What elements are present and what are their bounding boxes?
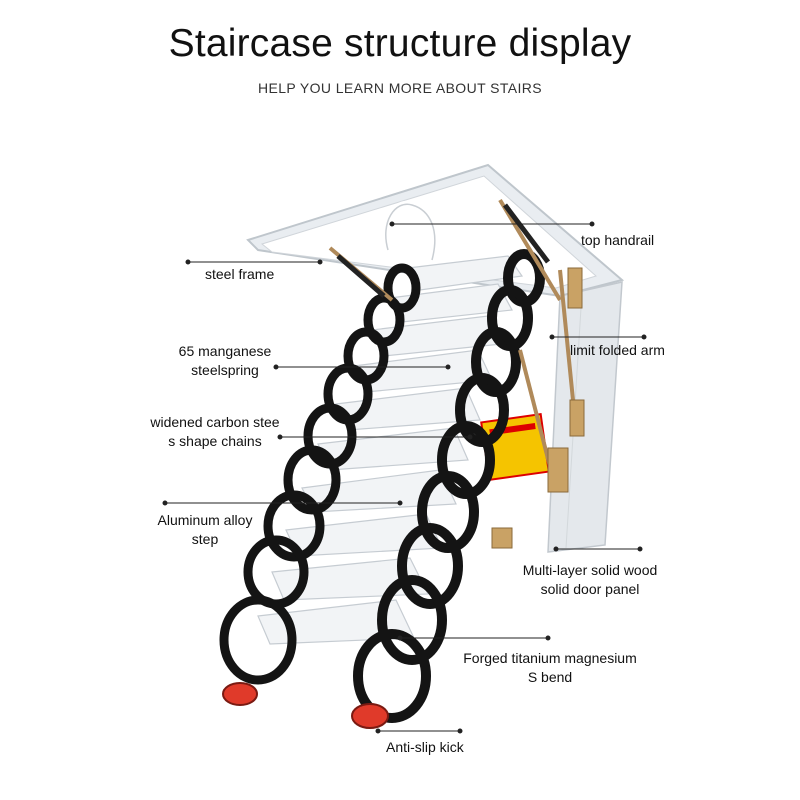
door-panel-shape [547,281,623,553]
label-panel-line2: solid door panel [540,581,640,597]
label-manganese-spring: 65 manganese steelspring [150,342,300,380]
anti-slip-feet [222,682,389,729]
right-chain-group [353,249,545,723]
label-top-handrail: top handrail [581,232,655,248]
label-panel-line1: Multi-layer solid wood [522,562,658,578]
label-door-panel: Multi-layer solid wood solid door panel [500,561,680,599]
label-chains-line1: widened carbon stee [150,414,280,430]
label-manganese-line2: steelspring [191,362,259,378]
label-step-line2: step [191,531,219,547]
label-anti-slip-kick: Anti-slip kick [386,739,464,755]
page-subtitle: HELP YOU LEARN MORE ABOUT STAIRS [257,80,543,96]
page-title: Staircase structure display [168,22,632,65]
label-carbon-chains: widened carbon stee s shape chains [125,413,305,451]
leader-lines [162,221,647,734]
left-chain-group [219,263,421,685]
label-s-bend: Forged titanium magnesium S bend [450,649,650,687]
label-step-line1: Aluminum alloy [157,512,253,528]
label-steel-frame: steel frame [205,266,275,282]
label-limit-folded-arm: limit folded arm [570,342,665,358]
label-chains-line2: s shape chains [168,433,262,449]
label-sbend-line2: S bend [527,669,573,685]
label-aluminum-step: Aluminum alloy step [135,511,275,549]
label-manganese-line1: 65 manganese [178,343,272,359]
label-sbend-line1: Forged titanium magnesium [463,650,637,666]
steps-group [257,255,524,645]
